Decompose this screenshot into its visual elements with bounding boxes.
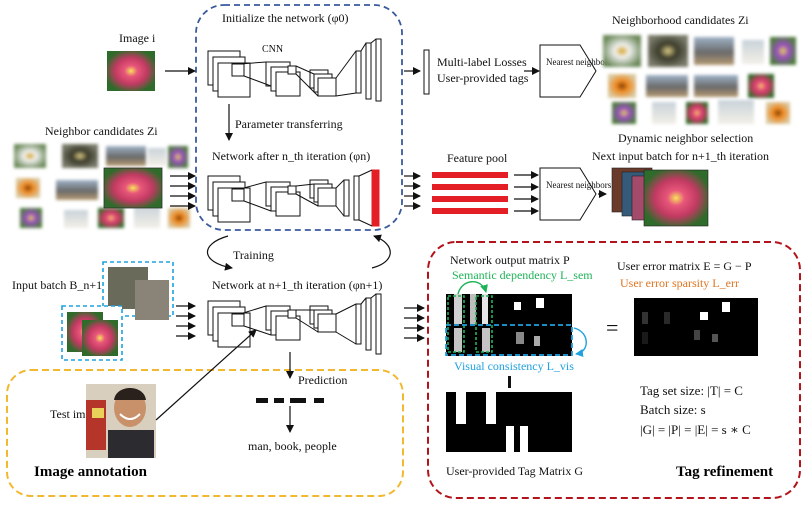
neighbor-candidates-grid xyxy=(14,144,190,228)
image-i-thumbnail xyxy=(107,51,155,91)
dynamic-selection-label: Dynamic neighbor selection xyxy=(618,131,753,145)
neighbor-candidates-label: Neighbor candidates Zi xyxy=(45,124,158,138)
arrows-n1-to-matrix xyxy=(404,304,425,342)
test-image-photo xyxy=(86,384,156,458)
arrow-test-to-network xyxy=(155,329,257,421)
user-tags-label: User-provided tags xyxy=(437,71,529,85)
training-arrow-left xyxy=(207,235,233,271)
user-error-matrix-label: User error matrix E = G − P xyxy=(617,259,752,273)
multi-label-losses-label: Multi-label Losses xyxy=(437,55,527,69)
nearest-neighbors-label-top: Nearest neighbors xyxy=(546,57,612,67)
matrix-e xyxy=(634,298,758,356)
training-label: Training xyxy=(233,248,274,262)
user-error-sparsity-label: User error sparsity L_err xyxy=(620,276,739,290)
cnn-block-init xyxy=(207,38,382,102)
init-network-region xyxy=(195,4,403,231)
tag-refinement-title: Tag refinement xyxy=(676,464,773,480)
nearest-neighbors-pentagon-mid xyxy=(539,167,597,221)
cnn-block-n xyxy=(207,169,380,227)
minus-sign xyxy=(508,376,511,388)
neighborhood-candidates-grid xyxy=(603,35,796,124)
nearest-neighbors-pentagon-top xyxy=(539,44,597,98)
visual-consistency-label: Visual consistency L_vis xyxy=(454,359,574,373)
tag-refinement-region xyxy=(427,241,801,499)
input-batch-stack xyxy=(61,261,174,361)
neighborhood-candidates-label: Neighborhood candidates Zi xyxy=(612,13,749,27)
matrix-g xyxy=(446,392,572,452)
image-annotation-title: Image annotation xyxy=(34,464,148,480)
user-tag-matrix-label: User-provided Tag Matrix G xyxy=(446,464,583,478)
next-batch-stack xyxy=(611,167,709,227)
network-after-n-label: Network after n_th iteration (φn) xyxy=(212,149,370,163)
cnn-block-n1 xyxy=(207,293,382,355)
input-batch-label: Input batch B_n+1 xyxy=(12,278,102,292)
arrows-network-to-pool xyxy=(404,172,421,210)
training-arrow-right xyxy=(371,234,391,269)
semantic-dependency-arc xyxy=(457,281,488,295)
semantic-dependency-label: Semantic dependency L_sem xyxy=(452,268,593,282)
equals-sign: = xyxy=(606,315,618,340)
feature-pool-bars xyxy=(432,172,508,214)
nearest-neighbors-label-mid: Nearest neighbors xyxy=(546,180,612,190)
arrows-batch-to-network xyxy=(176,302,196,340)
cardinality-label: |G| = |P| = |E| = s ∗ C xyxy=(640,422,751,437)
prediction-output-label: man, book, people xyxy=(248,439,337,453)
arrows-neighbors-to-network xyxy=(170,172,196,210)
arrows-pool-to-nn xyxy=(514,171,539,215)
param-transfer-label: Parameter transferring xyxy=(235,117,343,131)
prediction-vector xyxy=(256,398,324,403)
image-annotation-region xyxy=(6,369,404,497)
network-n1-label: Network at n+1_th iteration (φn+1) xyxy=(212,278,382,292)
feature-pool-label: Feature pool xyxy=(447,151,508,165)
next-batch-label: Next input batch for n+1_th iteration xyxy=(592,149,769,163)
tag-set-size-label: Tag set size: |T| = C xyxy=(640,383,743,398)
prediction-label: Prediction xyxy=(298,373,347,387)
matrix-p xyxy=(445,294,573,356)
losses-bar xyxy=(423,49,430,95)
init-network-label: Initialize the network (φ0) xyxy=(222,11,349,25)
network-output-matrix-label: Network output matrix P xyxy=(450,253,570,267)
batch-size-label: Batch size: s xyxy=(640,402,706,417)
cnn-label: CNN xyxy=(262,44,283,55)
visual-consistency-arc xyxy=(573,327,587,357)
image-i-label: Image i xyxy=(119,31,156,45)
